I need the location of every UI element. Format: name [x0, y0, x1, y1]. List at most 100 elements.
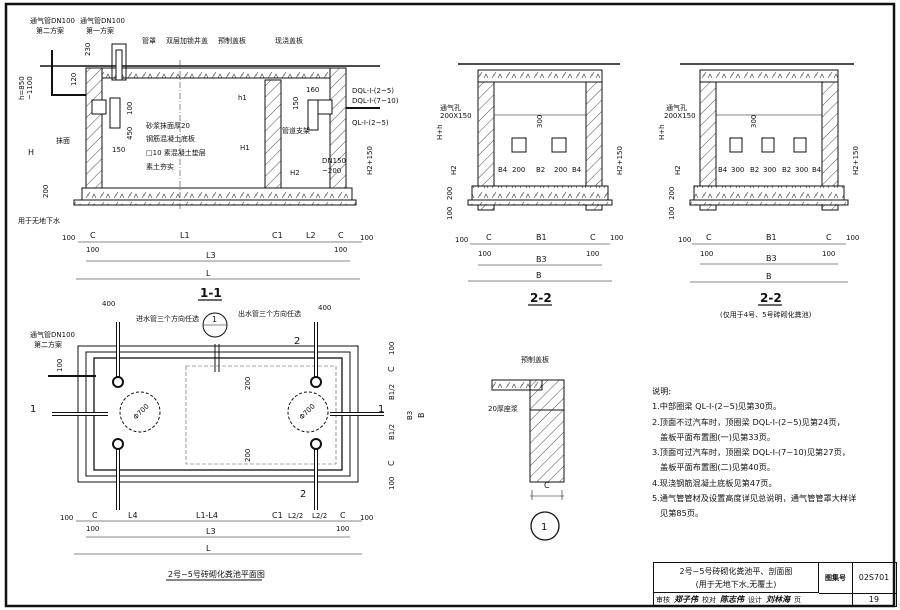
label-floor-layer-3: □10 素混凝土垫层: [146, 148, 206, 157]
review-signature: 郑子伟: [674, 595, 698, 604]
dim-Hh-b: H+h: [658, 124, 666, 140]
dim-plan-400-left: 400: [102, 300, 115, 308]
dim-inner-a-3: 200: [554, 166, 567, 174]
label-vent-hole-a: 通气孔: [440, 103, 461, 112]
dim-plan-b-L1-L4: L1-L4: [196, 511, 218, 520]
dim-H2-150: H2+150: [366, 146, 374, 175]
page-label: 页: [794, 595, 801, 604]
dim-b2-100-left: 100: [678, 236, 691, 244]
cut-mark-1-right: 1: [378, 404, 384, 415]
dim-a-sub-left: 100: [478, 250, 491, 258]
design-label: 设计: [748, 595, 762, 604]
dim-a-100-right: 100: [610, 234, 623, 242]
dim-b-sub-100-right: 100: [334, 246, 347, 254]
dim-h1: h1: [238, 94, 247, 102]
dim-450: 450: [126, 127, 134, 140]
dim-inner-b-3: 300: [763, 166, 776, 174]
dim-b-100-right: 100: [360, 234, 373, 242]
dim-inner-b-6: B4: [812, 166, 822, 174]
dim-plan-r-C-top: C: [387, 366, 396, 372]
dim-h-range: h=850: [18, 76, 26, 100]
dim-b2-B3: B3: [766, 254, 777, 263]
dim-b-100-left: 100: [62, 234, 75, 242]
dim-b-L2: L2: [306, 231, 316, 240]
design-signature: 刘林海: [766, 595, 790, 604]
section-2-2-b-subtitle: (仅用于4号、5号砖砌化粪池): [720, 310, 812, 319]
dim-200: 200: [42, 185, 50, 198]
label-detail-precast: 预制盖板: [521, 355, 549, 364]
dim-plan-L: L: [206, 544, 211, 553]
note-item: 1.中部圈梁 QL-I-(2~5)见第30页。: [652, 401, 782, 412]
dim-H1: H1: [240, 144, 250, 152]
dim-L3: L3: [206, 251, 216, 260]
plan-title: 2号~5号砖砌化粪池平面图: [168, 569, 265, 579]
dim-h-range-b: ~1100: [26, 76, 34, 100]
dim-plan-sub-left: 100: [86, 525, 99, 533]
dim-plan-r-100-bottom: 100: [388, 477, 396, 490]
dim-300-a: 300: [536, 115, 544, 128]
label-ql: QL-I-(2~5): [352, 119, 389, 127]
section-1-1-title: 1-1: [200, 286, 222, 300]
dim-inner-a-0: B4: [498, 166, 508, 174]
detail-1: 预制盖板 20厚座浆 C 1: [488, 355, 565, 541]
label-plan-vent-sub: 第二方案: [34, 340, 62, 349]
section-2-2-b: 通气孔 200X150 H+h H2 H2+150 300 200 100 B4…: [658, 63, 860, 319]
detail-1-marker: [530, 511, 560, 541]
dim-plan-r-C-bottom: C: [387, 460, 396, 466]
dim-a-C-right: C: [590, 233, 596, 242]
check-label: 校对: [702, 595, 716, 604]
dim-plan-200-b: 200: [244, 449, 252, 462]
dim-b-C-right: C: [338, 231, 344, 240]
dim-plan-100: 100: [56, 359, 64, 372]
dim-H2-150-b: H2+150: [852, 146, 860, 175]
label-vent-pipe-2-sub: 第二方案: [36, 26, 64, 35]
plan-detail-ref: 1: [212, 315, 217, 324]
label-no-groundwater: 用于无地下水: [18, 216, 60, 225]
label-vent-size-b: 200X150: [664, 112, 696, 120]
title-block: 2号~5号砖砌化粪池平、剖面图 (用于无地下水,无覆土) 图集号 02S701 …: [653, 562, 897, 607]
atlas-code: 02S701: [852, 563, 896, 594]
dim-plan-200-a: 200: [244, 377, 252, 390]
dim-a-sub-right: 100: [586, 250, 599, 258]
dim-b2-B1: B1: [766, 233, 777, 242]
dim-b-sub-100-left: 100: [86, 246, 99, 254]
note-item: 4.现浇钢筋混凝土底板见第47页。: [652, 477, 777, 488]
dim-detail-C: C: [544, 481, 550, 490]
dim-plan-b-100-right: 100: [360, 514, 373, 522]
label-dn150: DN150: [322, 157, 346, 165]
dim-100: 100: [126, 102, 134, 115]
sheet-border: [4, 2, 896, 608]
dim-b2-B: B: [766, 272, 772, 281]
note-item: 盖板平面布置图(一)见第33页。: [660, 431, 776, 442]
label-dql-1: DQL-I-(2~5): [352, 87, 394, 95]
label-pipe-support: 管道支架: [282, 126, 310, 135]
dim-plan-sub-right: 100: [336, 525, 349, 533]
label-outlet: 出水管三个方向任选: [238, 309, 301, 318]
dim-plan-400-right: 400: [318, 304, 331, 312]
label-precast-cover: 预制盖板: [218, 36, 246, 45]
note-item: 见第85页。: [660, 508, 704, 519]
notes-heading: 说明:: [652, 386, 672, 396]
dim-plan-r-B1-2-top: B1/2: [388, 384, 396, 400]
dim-inner-b-2: B2: [750, 166, 759, 174]
dim-H2: H2: [290, 169, 300, 177]
dim-plan-b-C1: C1: [272, 511, 283, 520]
dim-200-a: 200: [446, 187, 454, 200]
dim-b-L1: L1: [180, 231, 190, 240]
dim-plan-B3: B3: [406, 411, 414, 420]
drawing-subtitle: (用于无地下水,无覆土): [695, 580, 777, 589]
detail-1-number: 1: [541, 522, 547, 533]
dim-plan-b-L2-2-b: L2/2: [312, 512, 327, 520]
dim-a-B3: B3: [536, 255, 547, 264]
dim-H2-a: H2: [450, 165, 458, 175]
note-item: 3.顶面可过汽车时，顶圈梁 DQL-I-(7~10)见第27页，: [652, 447, 851, 458]
dim-Hh-a: H+h: [436, 124, 444, 140]
title-block-title: 2号~5号砖砌化粪池平、剖面图 (用于无地下水,无覆土): [654, 563, 819, 593]
dim-b2-sub-left: 100: [700, 250, 713, 258]
dim-160: 160: [306, 86, 319, 94]
dim-b-C1: C1: [272, 231, 283, 240]
dim-200-b: 200: [668, 187, 676, 200]
dim-L: L: [206, 269, 211, 278]
label-floor-layer-2: 钢筋混凝土底板: [146, 134, 195, 143]
